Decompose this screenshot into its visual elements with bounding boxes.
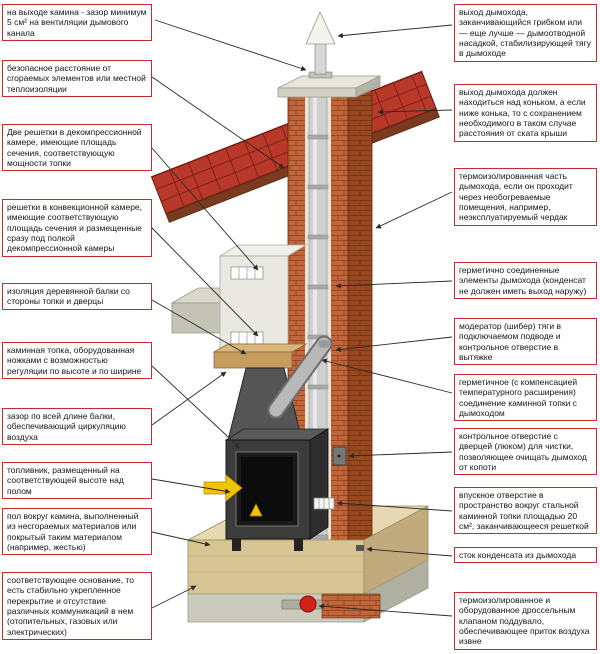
flue-highlight	[313, 97, 317, 553]
foundation	[187, 545, 429, 623]
floor-platform	[187, 505, 429, 595]
callout-left-6: каминная топка, оборудованная ножками с …	[2, 342, 152, 380]
callout-left-5: изоляция деревянной балки со стороны топ…	[2, 283, 152, 310]
chimney-base-bricks	[321, 593, 381, 619]
rain-cap-cone	[305, 11, 336, 45]
callout-right-2: выход дымохода должен находиться над кон…	[454, 84, 597, 142]
decompression-grille	[230, 266, 264, 280]
firebox	[224, 428, 330, 551]
callout-left-3: Две решетки в декомпрессионной камере, и…	[2, 124, 152, 172]
condensate-drain	[356, 545, 364, 551]
callout-right-7: контрольное отверстие с дверцей (люком) …	[454, 428, 597, 476]
airflow-arrows	[203, 474, 263, 517]
convection-grille	[230, 331, 264, 345]
callout-right-9: сток конденсата из дымохода	[454, 547, 597, 564]
air-inlet-grille	[313, 497, 335, 510]
callout-right-6: герметичное (с компенсацией температурно…	[454, 374, 597, 422]
firebox-leg	[294, 539, 303, 551]
air-intake-valve	[299, 595, 317, 613]
callout-right-3: термоизолированная часть дымохода, если …	[454, 168, 597, 226]
airflow-arrow	[249, 503, 263, 517]
callout-right-4: герметично соединенные элементы дымохода…	[454, 262, 597, 300]
callout-leader-lines	[151, 19, 453, 617]
chimney-cap	[277, 75, 381, 98]
callout-left-10: соответствующее основание, то есть стаби…	[2, 572, 152, 641]
callout-left-1: на выходе камина - зазор минимум 5 см² н…	[2, 4, 152, 42]
cleanout-door	[332, 446, 347, 466]
firebox-glass	[241, 457, 293, 521]
stovepipe	[267, 335, 333, 419]
callout-right-5: модератор (шибер) тяги в подключаемом по…	[454, 318, 597, 366]
callout-left-4: решетки в конвекционной камере, имеющие …	[2, 199, 152, 257]
callout-right-10: термоизолированное и оборудованное дросс…	[454, 592, 597, 650]
callout-right-8: впускное отверстие в пространство вокруг…	[454, 487, 597, 535]
stovepipe-collar	[318, 340, 330, 348]
chimney-side	[347, 83, 373, 554]
airflow-arrow	[203, 474, 243, 502]
callout-left-7: зазор по всей длине балки, обеспечивающи…	[2, 408, 152, 446]
callout-left-8: топливник, размещенный на соответствующе…	[2, 462, 152, 500]
callout-right-1: выход дымохода, заканчивающийся грибком …	[454, 4, 597, 62]
firebox-leg	[232, 539, 241, 551]
wooden-beam	[212, 343, 308, 369]
flue-outlet-cowl	[305, 11, 336, 79]
callout-left-9: пол вокруг камина, выполненный из несгор…	[2, 508, 152, 556]
callout-left-2: безопасное расстояние от сгораемых элеме…	[2, 60, 152, 98]
